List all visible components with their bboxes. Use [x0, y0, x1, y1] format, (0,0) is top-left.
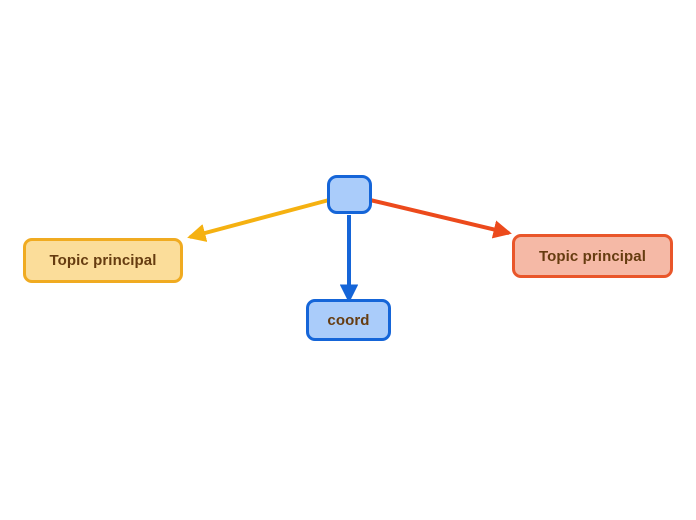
connector-root-to-right[interactable] [369, 198, 512, 239]
topic-node-left[interactable]: Topic principal [23, 238, 183, 283]
coord-node-label: coord [327, 311, 370, 329]
topic-node-right[interactable]: Topic principal [512, 234, 673, 278]
topic-node-left-label: Topic principal [49, 252, 157, 269]
topic-node-right-label: Topic principal [538, 247, 647, 265]
root-node[interactable] [327, 175, 372, 214]
connector-root-to-left[interactable] [187, 198, 330, 242]
coord-node[interactable]: coord [306, 299, 391, 341]
